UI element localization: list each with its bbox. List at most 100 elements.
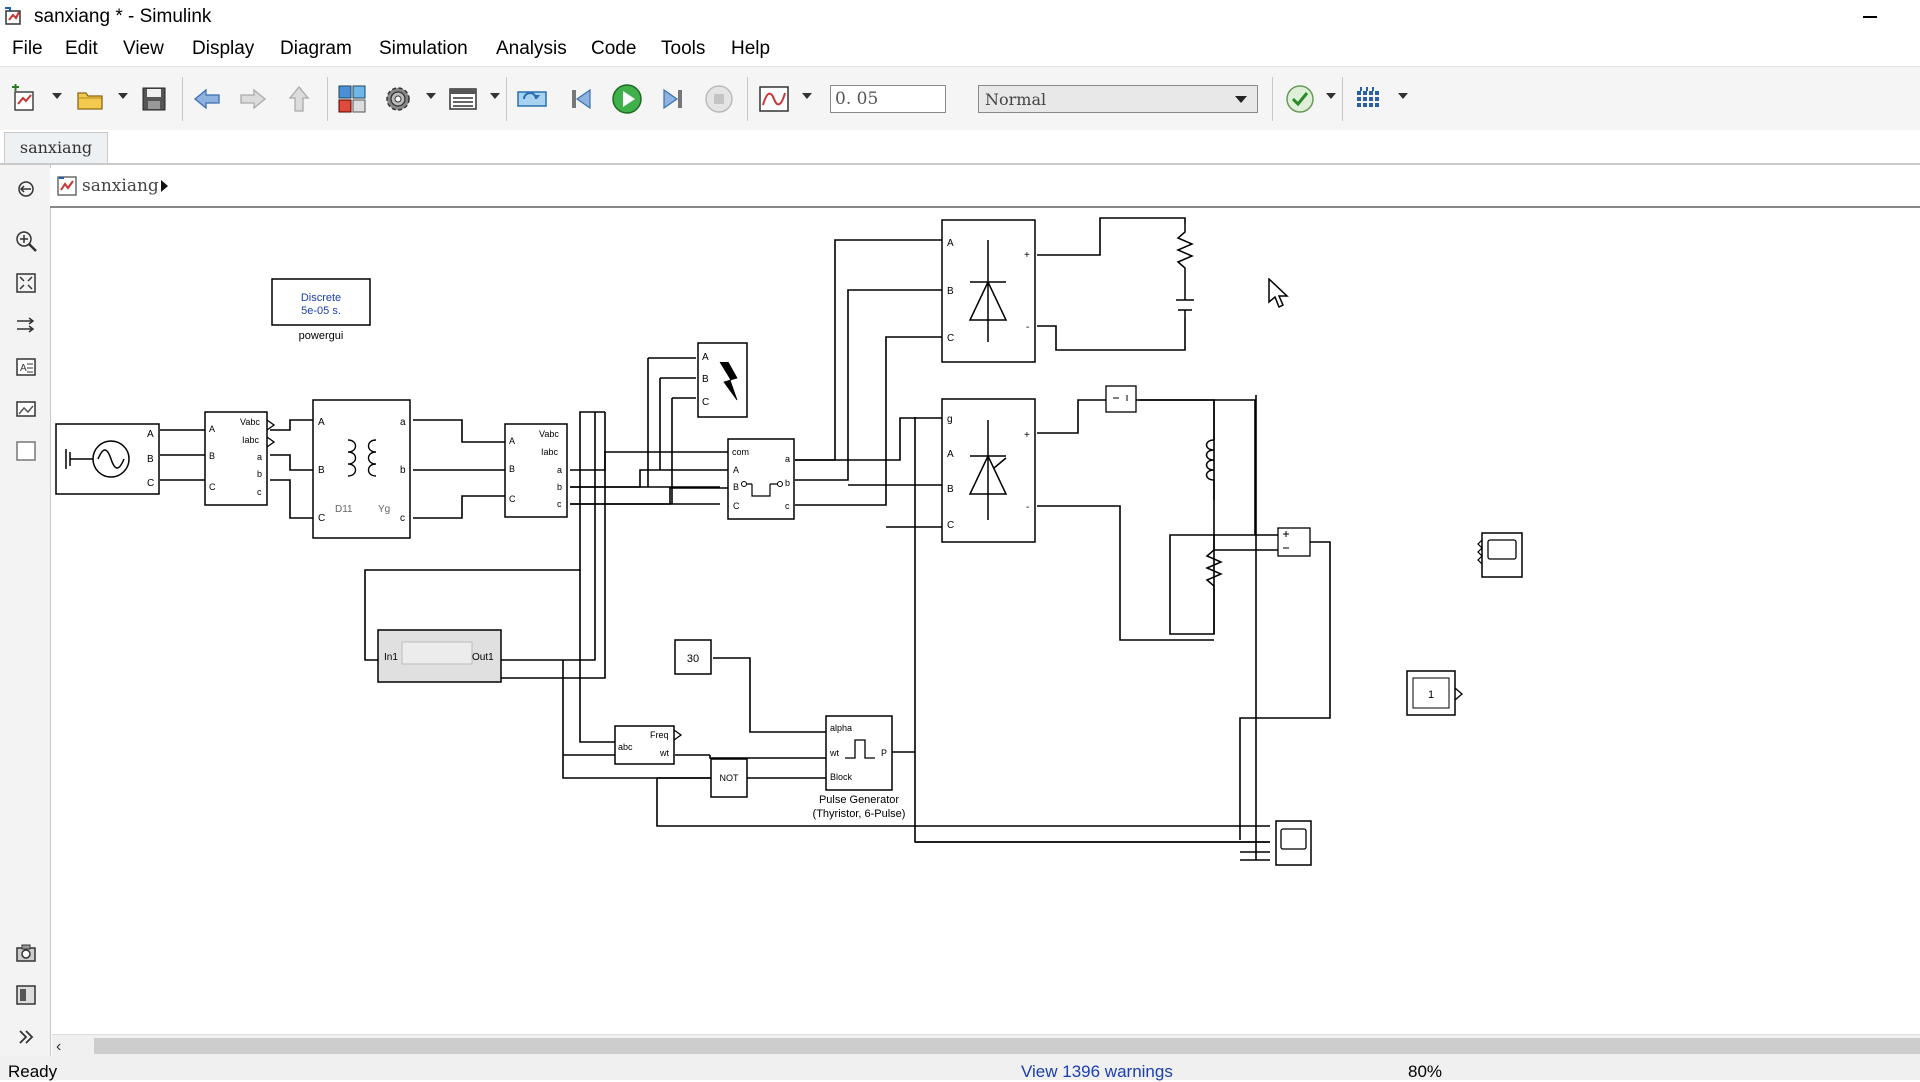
vi-measurement-2-block[interactable]: A B C Vabc Iabc a b c: [504, 423, 568, 518]
warnings-link[interactable]: View 1396 warnings: [1021, 1062, 1173, 1081]
menu-file[interactable]: File: [12, 38, 43, 59]
menu-analysis[interactable]: Analysis: [496, 38, 567, 59]
scope-block-2[interactable]: [1275, 820, 1312, 866]
settings-dropdown-icon[interactable]: [426, 93, 436, 99]
source-port-b: B: [147, 454, 154, 465]
voltage-measurement-block[interactable]: [1277, 527, 1311, 557]
expand-palette-button[interactable]: [12, 1023, 40, 1051]
save-button[interactable]: [136, 81, 172, 117]
three-phase-source-block[interactable]: A B C: [55, 423, 160, 495]
minimize-icon: [1863, 16, 1877, 18]
pulse-generator-block[interactable]: alpha wt Block P Pulse Generator (Thyris…: [813, 715, 906, 820]
snapshot-button[interactable]: [12, 939, 40, 967]
vi1-vabc: Vabc: [240, 417, 260, 427]
menu-help[interactable]: Help: [731, 38, 771, 59]
powergui-block[interactable]: Discrete 5e-05 s. powergui: [271, 278, 371, 342]
step-forward-button[interactable]: [655, 81, 691, 117]
vi2-port-b-out: b: [557, 482, 562, 492]
library-browser-button[interactable]: [334, 81, 370, 117]
tab-sanxiang[interactable]: sanxiang: [4, 132, 108, 163]
pulse-caption-1: Pulse Generator: [819, 794, 899, 806]
play-icon: [612, 84, 642, 114]
run-button[interactable]: [609, 81, 645, 117]
scope-block-1[interactable]: [1477, 532, 1523, 578]
transformer-port-c-in: C: [318, 513, 325, 524]
up-button[interactable]: [281, 81, 317, 117]
new-model-button[interactable]: [6, 81, 42, 117]
property-inspector-button[interactable]: [12, 981, 40, 1009]
image-icon: [16, 401, 36, 417]
advisor-dropdown-icon[interactable]: [1326, 93, 1336, 99]
constant-block[interactable]: 30: [674, 639, 712, 675]
model-advisor-button[interactable]: [1282, 81, 1318, 117]
window-title: sanxiang * - Simulink: [34, 6, 212, 27]
update-diagram-button[interactable]: [514, 81, 550, 117]
bridge-top-port-a: A: [947, 238, 954, 249]
display-block[interactable]: 1: [1406, 670, 1463, 716]
stop-button[interactable]: [701, 81, 737, 117]
image-button[interactable]: [12, 395, 40, 423]
library-browser-icon: [338, 85, 366, 113]
area-button[interactable]: [12, 437, 40, 465]
diagram-canvas[interactable]: Discrete 5e-05 s. powergui A B C A B C V…: [52, 208, 1920, 1034]
menu-diagram[interactable]: Diagram: [280, 38, 352, 59]
minimize-button[interactable]: [1855, 2, 1885, 32]
rc-load-branch[interactable]: [1176, 224, 1194, 318]
current-measurement-block[interactable]: [1105, 385, 1137, 413]
subsystem-block[interactable]: In1 Out1: [377, 629, 502, 683]
build-button[interactable]: [1352, 81, 1388, 117]
arrow-up-icon: [288, 85, 310, 112]
rl-load-branch[interactable]: [1205, 400, 1223, 634]
subsystem-in-port: In1: [384, 652, 398, 663]
menu-display[interactable]: Display: [192, 38, 255, 59]
three-phase-fault-block[interactable]: A B C: [697, 342, 748, 418]
breaker-port-b-out: b: [785, 478, 790, 488]
route-lines-icon: [17, 317, 35, 333]
inspector-dropdown-icon[interactable]: [802, 93, 812, 99]
breadcrumb-model-link[interactable]: sanxiang: [82, 176, 159, 196]
breadcrumb-chevron-icon[interactable]: [161, 180, 168, 192]
menu-code[interactable]: Code: [591, 38, 637, 59]
zoom-button[interactable]: [12, 227, 40, 255]
simulation-mode-select[interactable]: Normal: [978, 85, 1258, 113]
display-value: 1: [1428, 689, 1434, 701]
bridge-top-minus: -: [1026, 322, 1029, 333]
build-grid-icon: [1357, 87, 1379, 107]
thyristor-bridge-block[interactable]: g A B C + -: [941, 398, 1036, 543]
data-inspector-button[interactable]: [756, 81, 792, 117]
step-forward-icon: [663, 88, 682, 110]
pll-block[interactable]: abc Freq wt: [614, 725, 683, 765]
three-phase-breaker-block[interactable]: com A B C a b c: [727, 438, 795, 520]
stop-time-input[interactable]: 0. 05: [830, 85, 946, 113]
horizontal-scrollbar[interactable]: ‹: [52, 1034, 1920, 1057]
explorer-dropdown-icon[interactable]: [490, 93, 500, 99]
model-explorer-button[interactable]: [445, 81, 481, 117]
menu-view[interactable]: View: [123, 38, 164, 59]
back-button[interactable]: [189, 81, 225, 117]
scrollbar-thumb[interactable]: [94, 1038, 1920, 1054]
three-phase-transformer-block[interactable]: A B C a b c D11 Yg: [312, 399, 411, 539]
menu-edit[interactable]: Edit: [65, 38, 98, 59]
arrow-right-icon: [240, 88, 267, 110]
bridge-top-plus: +: [1024, 250, 1030, 261]
forward-button[interactable]: [235, 81, 271, 117]
not-block[interactable]: NOT: [710, 758, 748, 798]
folder-icon: [77, 92, 103, 110]
annotation-button[interactable]: A: [12, 353, 40, 381]
menu-simulation[interactable]: Simulation: [379, 38, 468, 59]
menu-tools[interactable]: Tools: [661, 38, 706, 59]
model-settings-button[interactable]: [380, 81, 416, 117]
open-button[interactable]: [72, 81, 108, 117]
open-dropdown-icon[interactable]: [118, 93, 128, 99]
hide-browser-button[interactable]: [12, 175, 40, 203]
vi-measurement-1-block[interactable]: A B C Vabc Iabc a b c: [204, 411, 276, 506]
fit-to-view-button[interactable]: [12, 269, 40, 297]
diode-bridge-block[interactable]: A B C + -: [941, 219, 1036, 363]
scroll-left-icon[interactable]: ‹: [56, 1038, 62, 1055]
build-dropdown-icon[interactable]: [1398, 93, 1408, 99]
breaker-port-c-in: C: [733, 501, 740, 511]
step-back-button[interactable]: [563, 81, 599, 117]
route-lines-button[interactable]: [12, 311, 40, 339]
new-dropdown-icon[interactable]: [52, 93, 62, 99]
zoom-in-icon: [16, 231, 37, 252]
